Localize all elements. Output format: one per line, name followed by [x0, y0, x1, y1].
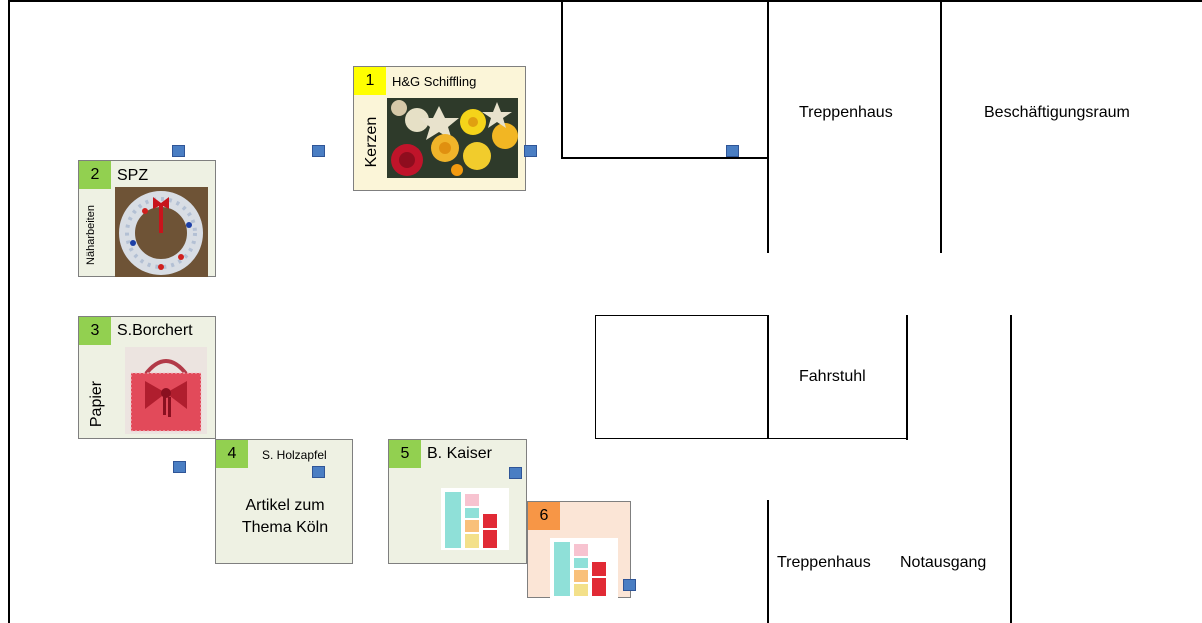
booth-3[interactable]: 3 S.Borchert Papier: [78, 316, 216, 439]
position-marker[interactable]: [623, 579, 636, 591]
booth-number: 3: [79, 317, 111, 345]
booth-1[interactable]: 1 H&G Schiffling Kerzen: [353, 66, 526, 191]
booth-name: H&G Schiffling: [392, 74, 477, 89]
room-label-beschaeftigungsraum: Beschäftigungsraum: [984, 104, 1130, 121]
wall: [595, 315, 596, 439]
wreath-photo: [115, 187, 208, 277]
position-marker[interactable]: [726, 145, 739, 157]
booth-number: 4: [216, 440, 248, 468]
containers-photo: [550, 538, 618, 598]
booth-name: S.Borchert: [117, 322, 193, 339]
booth-category: Papier: [88, 380, 105, 428]
booth-5[interactable]: 5 B. Kaiser: [388, 439, 527, 564]
booth-4[interactable]: 4 S. Holzapfel Artikel zum Thema Köln: [215, 439, 353, 564]
booth-number: 6: [528, 502, 560, 530]
room-label-treppenhaus-bottom: Treppenhaus: [777, 554, 871, 571]
position-marker[interactable]: [312, 466, 325, 478]
booth-category: Kerzen: [363, 116, 380, 168]
wall: [767, 500, 769, 623]
booth-name: S. Holzapfel: [262, 448, 327, 462]
booth-6[interactable]: 6: [527, 501, 631, 598]
booth-number: 5: [389, 440, 421, 468]
booth-number: 1: [354, 67, 386, 95]
booth-2[interactable]: 2 SPZ Näharbeiten: [78, 160, 216, 277]
booth-name: B. Kaiser: [427, 445, 492, 462]
booth-category: Näharbeiten: [85, 205, 97, 265]
wall: [940, 2, 942, 253]
outer-wall-top: [8, 0, 1202, 2]
booth-number: 2: [79, 161, 111, 189]
position-marker[interactable]: [312, 145, 325, 157]
wall: [1010, 315, 1012, 623]
outer-wall-left: [8, 0, 10, 623]
bag-photo: [125, 347, 207, 434]
wall: [561, 2, 563, 159]
wall: [767, 315, 769, 439]
wall: [561, 157, 768, 159]
room-label-treppenhaus: Treppenhaus: [799, 104, 893, 121]
position-marker[interactable]: [172, 145, 185, 157]
room-label-notausgang: Notausgang: [900, 554, 987, 571]
position-marker[interactable]: [524, 145, 537, 157]
booth-description: Artikel zum Thema Köln: [241, 497, 329, 536]
wall: [595, 438, 907, 439]
wall: [767, 2, 769, 253]
wall: [906, 315, 908, 440]
room-label-fahrstuhl: Fahrstuhl: [799, 368, 866, 385]
containers-photo: [441, 488, 509, 550]
position-marker[interactable]: [173, 461, 186, 473]
wall: [595, 315, 768, 316]
booth-name: SPZ: [117, 167, 149, 184]
position-marker[interactable]: [509, 467, 522, 479]
candles-photo: [387, 98, 518, 178]
